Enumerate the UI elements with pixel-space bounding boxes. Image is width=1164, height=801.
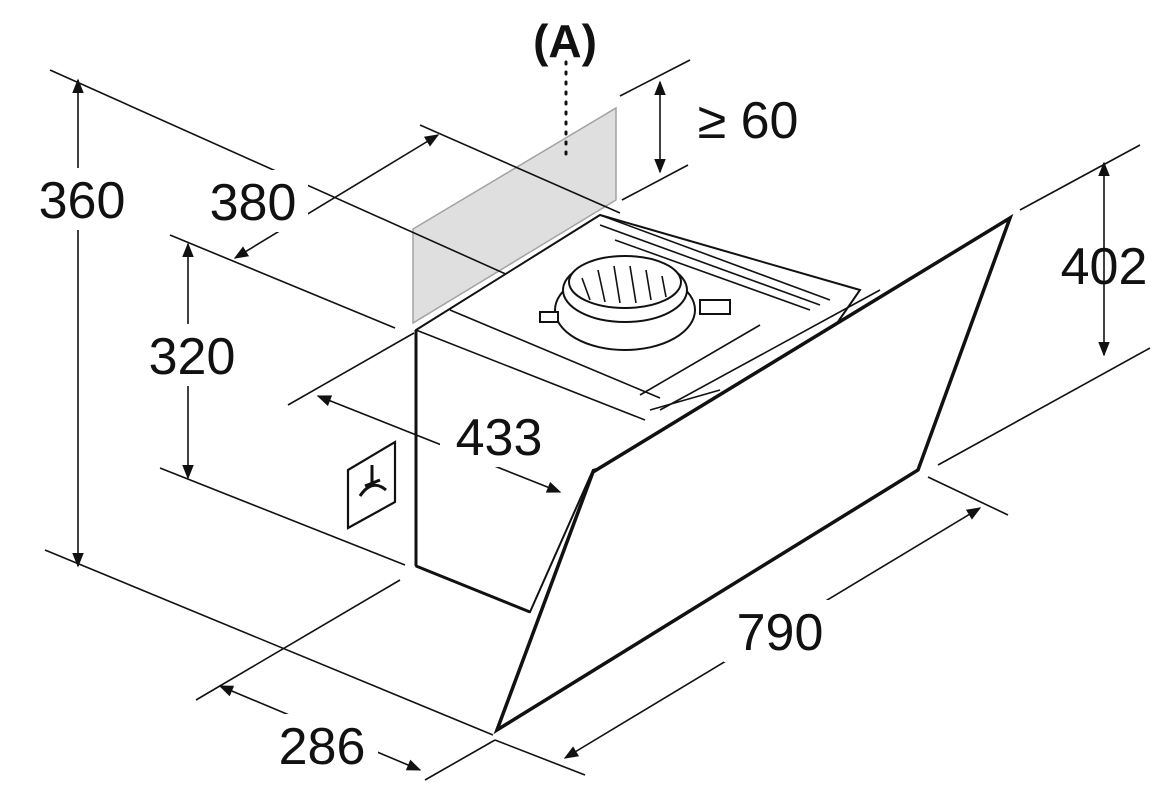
- dim-height-body: 320: [149, 328, 236, 386]
- dim-clearance: ≥ 60: [698, 92, 799, 150]
- dim-width-total: 790: [737, 604, 824, 662]
- callout-label: (A): [533, 15, 597, 67]
- dim-width-inner: 433: [456, 409, 543, 467]
- fan-outlet: [539, 255, 731, 351]
- electrical-connection-icon: [346, 440, 397, 530]
- dim-depth-top: 380: [210, 174, 297, 232]
- clearance-panel: [412, 106, 617, 325]
- dim-height-panel: 402: [1061, 238, 1148, 296]
- extension-lines: [44, 59, 1151, 781]
- dim-depth-bottom: 286: [279, 718, 366, 776]
- dim-height-total: 360: [39, 172, 126, 230]
